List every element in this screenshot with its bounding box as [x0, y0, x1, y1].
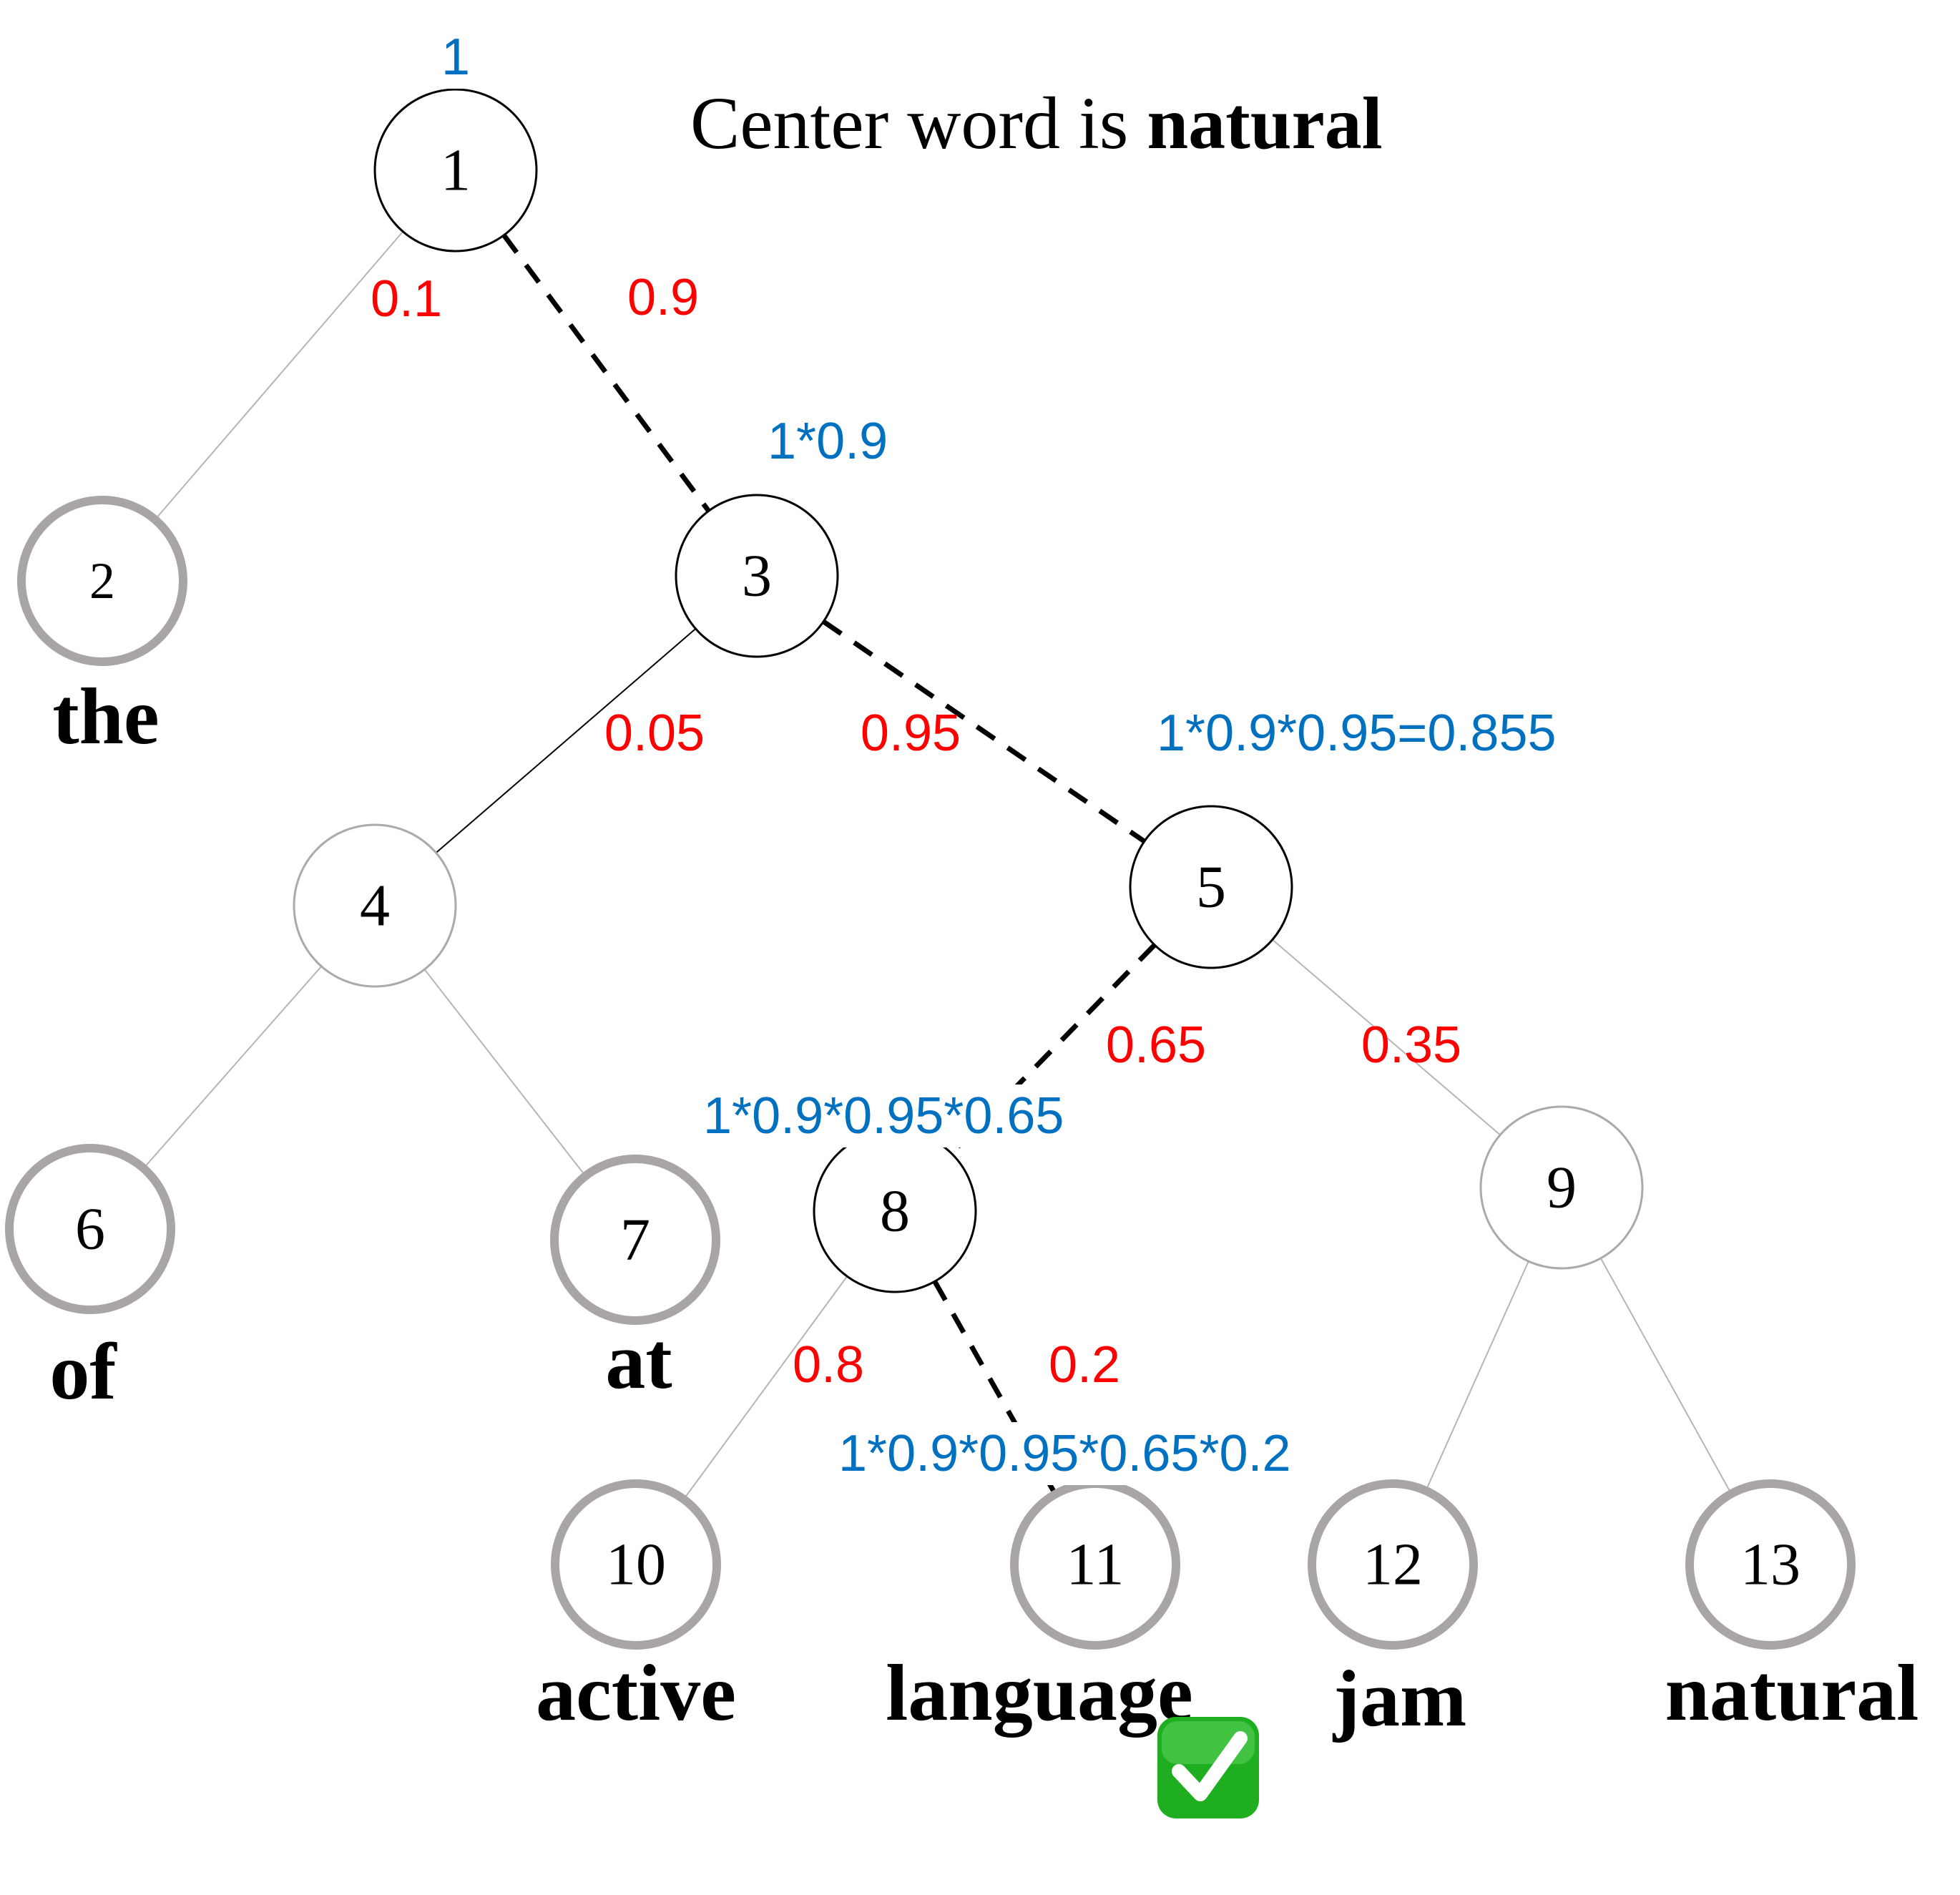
path-prob-3: 1*0.9 [768, 413, 888, 470]
tree-node-2: 2 [17, 496, 187, 666]
node-circle-2 [17, 496, 187, 666]
node-circle-12 [1308, 1479, 1478, 1650]
edge-4-6 [142, 966, 323, 1169]
node-label-10: 10 [606, 1532, 666, 1598]
path-prob-bg-11 [834, 1422, 1295, 1485]
tree-node-6: 6 [5, 1144, 175, 1314]
edge-9-13 [1599, 1258, 1733, 1494]
tree-node-1: 1 [373, 88, 538, 253]
node-circle-1 [373, 88, 538, 253]
edge-5-9 [1272, 939, 1501, 1136]
node-circle-7 [550, 1155, 720, 1325]
edge-prob-1-2: 0.1 [371, 270, 442, 328]
labels-layer: 0.1 0.9 0.05 0.95 0.65 0.35 0.8 0.2 the of at activ… [49, 26, 1919, 1743]
node-circle-10 [551, 1479, 721, 1650]
leaf-word-2: the [52, 672, 159, 761]
leaf-word-13: natural [1665, 1649, 1919, 1738]
tree-node-9: 9 [1479, 1105, 1644, 1270]
edge-prob-5-9: 0.35 [1361, 1017, 1461, 1074]
tree-node-5: 5 [1129, 805, 1293, 969]
edge-prob-8-11: 0.2 [1049, 1336, 1120, 1394]
node-circle-9 [1479, 1105, 1644, 1270]
edge-9-12 [1425, 1260, 1529, 1492]
leaf-word-12: jam [1333, 1655, 1467, 1743]
edge-prob-3-4: 0.05 [604, 705, 705, 762]
node-label-9: 9 [1547, 1155, 1577, 1221]
node-circle-4 [293, 823, 457, 988]
leaf-word-7: at [605, 1317, 672, 1406]
tree-node-12: 12 [1308, 1479, 1478, 1650]
node-label-12: 12 [1363, 1532, 1423, 1598]
path-prob-bg-3 [763, 410, 893, 473]
path-prob-8: 1*0.9*0.95*0.65 [703, 1087, 1064, 1145]
edge-8-10 [682, 1275, 848, 1500]
edge-4-7 [423, 969, 587, 1177]
edge-prob-1-3: 0.9 [627, 269, 699, 326]
node-label-6: 6 [75, 1196, 105, 1263]
edge-3-5 [822, 619, 1146, 844]
leaf-word-10: active [536, 1649, 736, 1738]
tree-node-3: 3 [675, 494, 839, 658]
tree-node-8: 8 [813, 1129, 977, 1293]
path-prob-bg-8 [699, 1084, 1069, 1147]
tree-node-4: 4 [293, 823, 457, 988]
edge-1-2 [154, 230, 404, 521]
node-label-11: 11 [1067, 1532, 1124, 1598]
path-prob-bg-5 [1152, 702, 1561, 765]
node-label-7: 7 [620, 1207, 650, 1273]
node-circle-13 [1685, 1479, 1856, 1650]
node-label-13: 13 [1740, 1532, 1800, 1598]
check-mark-icon [1157, 1717, 1259, 1818]
tree-node-11: 11 [1010, 1479, 1180, 1650]
path-prob-5: 1*0.9*0.95=0.855 [1157, 705, 1557, 762]
leaf-word-11: language [886, 1649, 1192, 1738]
tree-node-7: 7 [550, 1155, 720, 1325]
edge-3-4 [435, 628, 697, 853]
node-label-4: 4 [360, 873, 390, 939]
tree-node-10: 10 [551, 1479, 721, 1650]
node-label-2: 2 [89, 552, 115, 609]
node-label-1: 1 [441, 137, 471, 204]
tree-node-13: 13 [1685, 1479, 1856, 1650]
leaf-word-6: of [49, 1328, 117, 1416]
node-label-3: 3 [742, 543, 772, 609]
node-circle-5 [1129, 805, 1293, 969]
path-prob-11: 1*0.9*0.95*0.65*0.2 [838, 1425, 1291, 1482]
diagram-title: Center word is natural [690, 82, 1383, 165]
path-prob-1: 1 [441, 29, 470, 86]
edge-prob-5-8: 0.65 [1106, 1017, 1206, 1074]
edge-1-3 [501, 233, 711, 513]
path-prob-bg-1 [437, 26, 475, 89]
node-circle-6 [5, 1144, 175, 1314]
node-label-5: 5 [1196, 854, 1226, 921]
edge-prob-8-10: 0.8 [793, 1336, 864, 1394]
node-circle-3 [675, 494, 839, 658]
node-label-8: 8 [880, 1178, 910, 1245]
edge-prob-3-5: 0.95 [861, 705, 961, 762]
